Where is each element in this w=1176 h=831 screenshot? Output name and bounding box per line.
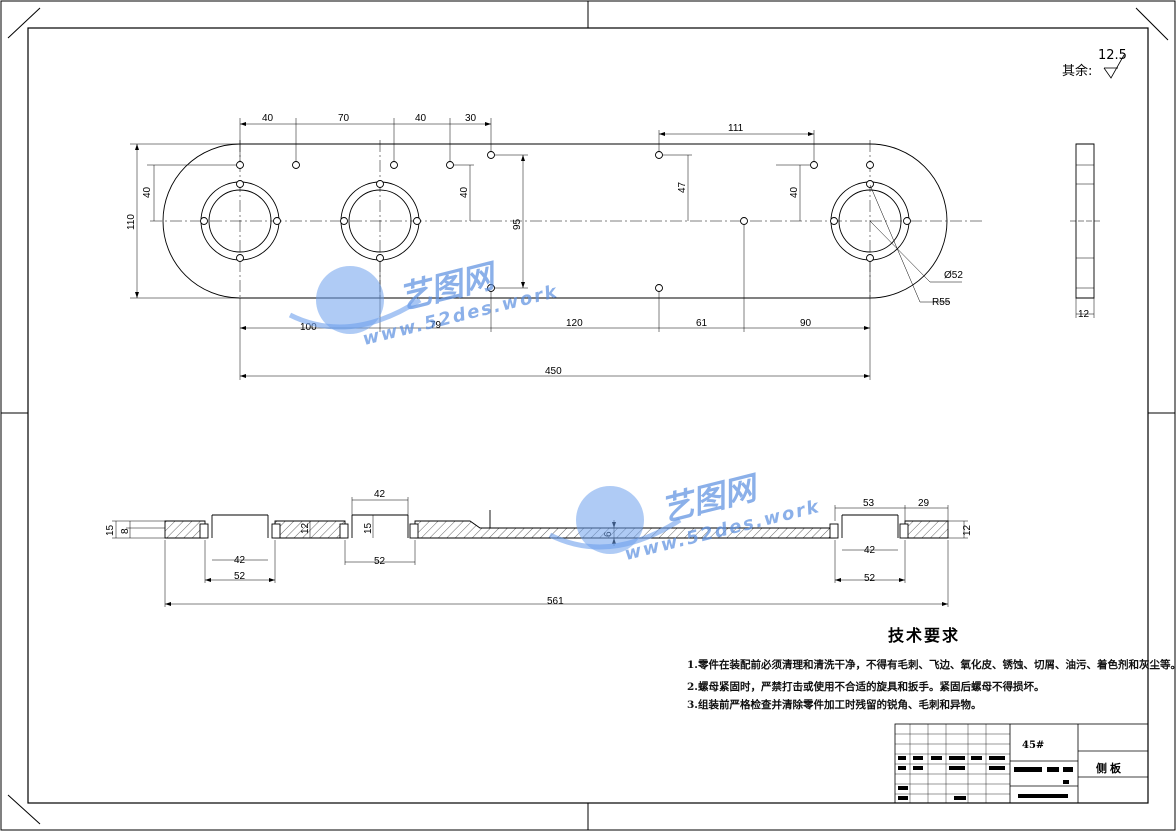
dim-70: 70 [338,113,350,124]
roughness-note: 其余: [1062,60,1092,79]
sdim-29: 29 [918,498,930,509]
top-view-dimension-texts: 40 70 40 30 111 110 40 40 95 47 40 100 7… [126,113,963,377]
roughness-symbol [1103,54,1125,79]
small-holes [200,151,911,292]
section-view [164,510,949,539]
title-block-glyphs [898,756,1073,800]
sdim-v15-b: 15 [363,522,374,534]
title-block [894,723,1149,804]
section-dimension-texts: 42 52 42 52 53 29 42 52 561 15 8 12 15 6… [105,489,973,607]
dim-79: 79 [430,320,442,331]
sdim-52-b: 52 [374,556,386,567]
title-block-material: 45# [1022,740,1045,751]
sdim-52-a: 52 [234,571,246,582]
sdim-v6: 6 [603,531,614,537]
tech-requirement-2: 2.螺母紧固时，严禁打击或使用不合适的旋具和扳手。紧固后螺母不得损坏。 [687,681,1045,693]
sdim-52-c: 52 [864,573,876,584]
dim-450: 450 [545,366,562,377]
dim-v40-a: 40 [142,186,153,198]
dim-30: 30 [465,113,477,124]
sdim-53: 53 [863,498,875,509]
dim-120: 120 [566,318,583,329]
dim-47: 47 [677,181,688,193]
sdim-561: 561 [547,596,564,607]
dim-phi52: Ø52 [944,270,963,281]
sdim-42-c: 42 [864,545,876,556]
top-view-dimension-lines [130,118,962,380]
dim-100: 100 [300,322,317,333]
title-block-part-name: 侧板 [1096,762,1124,775]
dim-v40-b: 40 [459,186,470,198]
tech-requirements-title: 技术要求 [888,626,961,645]
dim-side-12: 12 [1078,309,1090,320]
tech-requirement-3: 3.组装前严格检查并清除零件加工时残留的锐角、毛刺和异物。 [687,699,982,711]
top-view-arrows [135,122,870,378]
sdim-v12-a: 12 [300,522,311,534]
dim-110: 110 [126,214,137,230]
dim-61: 61 [696,318,708,329]
sdim-v15-a: 15 [105,524,116,536]
dim-95: 95 [512,218,523,230]
tech-requirement-1: 1.零件在装配前必须清理和清洗干净，不得有毛刺、飞边、氧化皮、锈蚀、切屑、油污、… [687,659,1176,671]
sdim-v12-b: 12 [962,524,973,536]
side-view [1070,143,1100,318]
sdim-v8: 8 [120,528,131,534]
dim-v40-c: 40 [789,186,800,198]
dim-40-b: 40 [415,113,427,124]
dim-111: 111 [728,123,744,134]
section-dimension-lines [112,497,968,607]
sdim-42-b: 42 [374,489,386,500]
roughness-value: 12.5 [1098,48,1127,63]
dim-90: 90 [800,318,812,329]
dim-r55: R55 [932,297,951,308]
sdim-42-a: 42 [234,555,246,566]
roughness-label: 其余: [1062,64,1093,79]
dim-40-a: 40 [262,113,274,124]
